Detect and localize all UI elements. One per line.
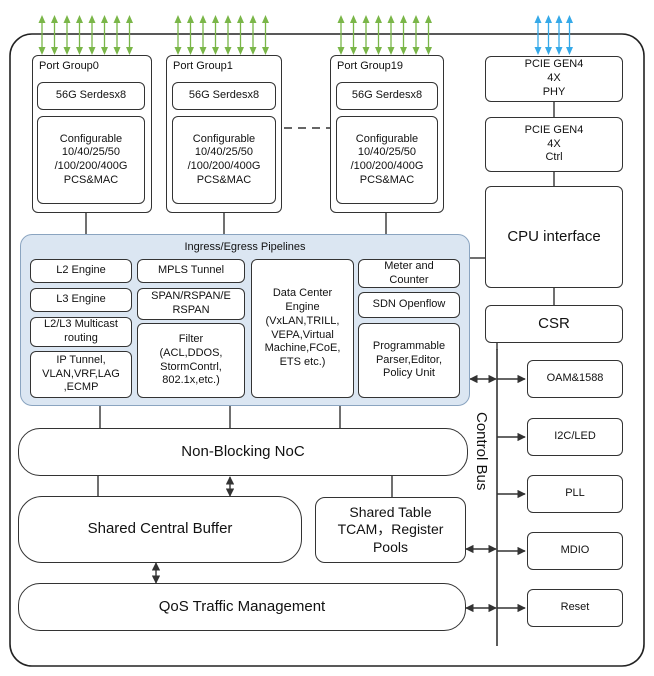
io-arrow-head-up [88, 15, 96, 23]
port-group1-pcs-mac: Configurable 10/40/25/50 /100/200/400G P… [172, 116, 276, 204]
peripheral-i2c-led: I2C/LED [527, 418, 623, 456]
io-arrow-head-up [362, 15, 370, 23]
io-arrow-head-down [337, 47, 345, 55]
port-group0-serdes: 56G Serdesx8 [37, 82, 145, 110]
io-arrow-head-down [63, 47, 71, 55]
non-blocking-noc: Non-Blocking NoC [18, 428, 468, 476]
io-arrow-head-down [38, 47, 46, 55]
io-arrow-head-down [88, 47, 96, 55]
io-arrow-head-up [101, 15, 108, 23]
pcie-ctrl: PCIE GEN4 4X Ctrl [485, 117, 623, 172]
io-arrow-head-down [51, 47, 58, 55]
io-arrow-head-down [350, 47, 357, 55]
io-arrow-head-down [126, 47, 133, 55]
io-arrow-head-up [249, 15, 257, 23]
io-arrow-head-down [400, 47, 407, 55]
shared-table: Shared Table TCAM，Register Pools [315, 497, 466, 563]
io-arrow-head-down [249, 47, 257, 55]
io-arrow-head-up [38, 15, 46, 23]
port-group1-arrows [174, 15, 269, 55]
peripheral-pll: PLL [527, 475, 623, 513]
io-arrow-head-down [76, 47, 83, 55]
io-arrow-head-up [337, 15, 345, 23]
io-arrow-head-up [187, 15, 194, 23]
filter: Filter (ACL,DDOS, StormContrl, 802.1x,et… [137, 323, 245, 398]
data-center-engine: Data Center Engine (VxLAN,TRILL, VEPA,Vi… [251, 259, 354, 398]
io-arrow-head-up [237, 15, 244, 23]
chip-outline [9, 33, 645, 667]
cpu-interface: CPU interface [485, 186, 623, 288]
io-arrow-head-down [362, 47, 370, 55]
io-arrow-head-up [51, 15, 58, 23]
io-arrow-head-down [237, 47, 244, 55]
l3-engine: L3 Engine [30, 288, 132, 312]
io-arrow-head-up [387, 15, 395, 23]
io-arrow-head-up [174, 15, 182, 23]
io-arrow-head-down [262, 47, 269, 55]
mpls-tunnel: MPLS Tunnel [137, 259, 245, 283]
csr: CSR [485, 305, 623, 343]
peripheral-mdio: MDIO [527, 532, 623, 570]
io-arrow-head-up [555, 15, 563, 23]
port-group0-pcs-mac: Configurable 10/40/25/50 /100/200/400G P… [37, 116, 145, 204]
io-arrow-head-up [425, 15, 432, 23]
io-arrow-head-up [375, 15, 382, 23]
io-arrow-head-down [101, 47, 108, 55]
pipelines-title: Ingress/Egress Pipelines [184, 241, 306, 253]
port-group1-serdes: 56G Serdesx8 [172, 82, 276, 110]
io-arrow-head-down [412, 47, 420, 55]
pcie-arrows [534, 15, 573, 55]
ip-tunnel: IP Tunnel, VLAN,VRF,LAG ,ECMP [30, 351, 132, 398]
io-arrow-head-up [63, 15, 71, 23]
io-arrow-head-up [566, 15, 573, 23]
span-rspan: SPAN/RSPAN/E RSPAN [137, 288, 245, 320]
io-arrow-head-down [534, 47, 542, 55]
io-arrow-head-up [224, 15, 232, 23]
io-arrow-head-down [545, 47, 552, 55]
io-arrow-head-up [350, 15, 357, 23]
io-arrow-head-up [113, 15, 121, 23]
pcie-phy: PCIE GEN4 4X PHY [485, 56, 623, 102]
peripheral-reset: Reset [527, 589, 623, 627]
shared-central-buffer: Shared Central Buffer [18, 496, 302, 563]
qos-traffic-management: QoS Traffic Management [18, 583, 466, 631]
io-arrow-head-up [126, 15, 133, 23]
io-arrow-head-down [199, 47, 207, 55]
io-arrow-head-down [425, 47, 432, 55]
port-group19-serdes: 56G Serdesx8 [336, 82, 438, 110]
io-arrow-head-down [387, 47, 395, 55]
io-arrow-head-down [212, 47, 219, 55]
port-group0-arrows [38, 15, 133, 55]
programmable-parser: Programmable Parser,Editor, Policy Unit [358, 323, 460, 398]
io-arrow-head-down [187, 47, 194, 55]
io-arrow-head-up [545, 15, 552, 23]
port-group19-pcs-mac: Configurable 10/40/25/50 /100/200/400G P… [336, 116, 438, 204]
sdn-openflow: SDN Openflow [358, 292, 460, 318]
io-arrow-head-down [174, 47, 182, 55]
io-arrow-head-down [555, 47, 563, 55]
io-arrow-head-up [412, 15, 420, 23]
io-arrow-head-down [375, 47, 382, 55]
peripheral-oam-1588: OAM&1588 [527, 360, 623, 398]
io-arrow-head-up [534, 15, 542, 23]
port-group19-arrows [337, 15, 432, 55]
io-arrow-head-up [76, 15, 83, 23]
io-arrow-head-up [199, 15, 207, 23]
io-arrow-head-down [566, 47, 573, 55]
port-group0-label: Port Group0 [39, 60, 99, 72]
port-group1-label: Port Group1 [173, 60, 233, 72]
io-arrow-head-down [113, 47, 121, 55]
port-group19-label: Port Group19 [337, 60, 404, 72]
io-arrow-head-up [262, 15, 269, 23]
l2-engine: L2 Engine [30, 259, 132, 283]
io-arrow-head-up [212, 15, 219, 23]
control-bus-label: Control Bus [473, 412, 490, 491]
io-arrow-head-up [400, 15, 407, 23]
meter-and-counter: Meter and Counter [358, 259, 460, 288]
io-arrow-head-down [224, 47, 232, 55]
l2-l3-multicast: L2/L3 Multicast routing [30, 317, 132, 347]
